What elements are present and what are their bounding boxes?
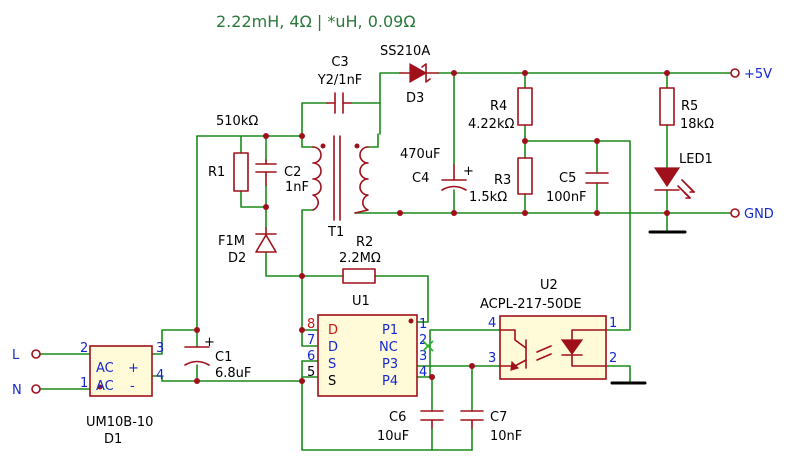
r5-value: 18kΩ (680, 117, 714, 132)
d1-name-ac2: AC (96, 379, 114, 394)
c6-ref: C6 (389, 410, 406, 425)
resistor-r2: R2 2.2MΩ (339, 235, 381, 284)
net-gnd: GND (730, 207, 774, 222)
resistor-r4: R4 4.22kΩ (468, 87, 533, 132)
diode-d3: SS210A D3 (380, 44, 439, 106)
r2-ref: R2 (356, 235, 373, 250)
transformer-t1: T1 (312, 135, 369, 240)
u1-name-p3: P3 (382, 357, 398, 372)
c1-polarity: + (204, 335, 215, 350)
d3-ref: D3 (406, 91, 424, 106)
capacitor-c5: C5 100nF (546, 171, 609, 205)
u2-pin1: 1 (609, 316, 617, 331)
u1-name-s1: S (328, 357, 336, 372)
u1-name-p4: P4 (382, 374, 398, 389)
led1-ref: LED1 (679, 152, 713, 167)
capacitor-c3: C3 Y2/1nF (317, 55, 363, 114)
net-neutral: N (12, 383, 41, 398)
c5-ref: C5 (559, 171, 576, 186)
u1-name-d1: D (328, 323, 338, 338)
u1-pin7: 7 (307, 333, 315, 348)
u1-name-d2: D (328, 340, 338, 355)
r3-value: 1.5kΩ (469, 190, 507, 205)
u1-pin4: 4 (419, 365, 427, 380)
t1-ref: T1 (327, 225, 344, 240)
u1-name-nc: NC (379, 340, 398, 355)
r5-ref: R5 (681, 99, 698, 114)
capacitor-c1: + C1 6.8uF (184, 335, 251, 381)
u2-ref: U2 (540, 278, 558, 293)
d1-name-plus: + (128, 361, 139, 376)
r4-value: 4.22kΩ (468, 117, 514, 132)
u1-pin5: 5 (307, 365, 315, 380)
u1-pin2: 2 (419, 333, 427, 348)
u2-pin3: 3 (488, 351, 496, 366)
junctions (194, 70, 670, 384)
svg-text:L: L (12, 348, 20, 363)
d1-pin2: 2 (80, 341, 88, 356)
u1-pin8: 8 (307, 317, 315, 332)
r2-value: 2.2MΩ (339, 251, 381, 266)
d3-value: SS210A (380, 44, 430, 59)
u2-value: ACPL-217-50DE (480, 297, 582, 312)
c3-ref: C3 (331, 55, 348, 70)
c4-polarity: + (463, 164, 474, 179)
c2-ref: C2 (284, 165, 301, 180)
capacitor-c7: C7 10nF (460, 410, 522, 444)
capacitor-c6: C6 10uF (377, 410, 444, 444)
c7-ref: C7 (490, 410, 507, 425)
optocoupler-u2: U2 ACPL-217-50DE 4 3 1 2 (480, 278, 647, 385)
d1-value: UM10B-10 (86, 415, 153, 430)
d1-ref: D1 (104, 432, 122, 447)
wires (39, 72, 731, 451)
c5-value: 100nF (546, 190, 587, 205)
r1-value: 510kΩ (216, 114, 258, 129)
d1-pin4: 4 (156, 368, 164, 383)
resistor-r1: R1 510kΩ (208, 114, 258, 192)
c1-ref: C1 (215, 350, 232, 365)
r1-ref: R1 (208, 165, 225, 180)
net-line: L (12, 348, 41, 363)
diode-d2: F1M D2 (218, 227, 277, 266)
u2-pin4: 4 (488, 316, 496, 331)
bridge-d1: 2 1 3 4 AC AC + - UM10B-10 D1 (80, 341, 164, 447)
u1-pin6: 6 (307, 349, 315, 364)
u1-ref: U1 (352, 294, 370, 309)
c1-value: 6.8uF (215, 366, 251, 381)
schematic-title: 2.22mH, 4Ω | *uH, 0.09Ω (216, 12, 416, 31)
led-led1: LED1 (648, 152, 713, 234)
d1-pin3: 3 (156, 341, 164, 356)
u2-pin2: 2 (609, 351, 617, 366)
u1-name-s2: S (328, 374, 336, 389)
d2-value: F1M (218, 234, 245, 249)
c7-value: 10nF (490, 429, 522, 444)
svg-text:GND: GND (744, 207, 774, 222)
d1-name-ac1: AC (96, 361, 114, 376)
c4-value: 470uF (400, 147, 441, 162)
svg-text:N: N (12, 383, 22, 398)
r3-ref: R3 (494, 173, 511, 188)
u1-pin1: 1 (419, 317, 427, 332)
ic-u1: U1 8 7 6 5 D D S S 1 2 3 4 P1 NC P3 P4 (307, 294, 434, 397)
svg-text:+5V: +5V (744, 67, 772, 82)
r4-ref: R4 (490, 99, 507, 114)
capacitor-c4: + 470uF C4 (400, 147, 474, 191)
d1-name-minus: - (130, 379, 135, 394)
u1-name-p1: P1 (382, 323, 398, 338)
c3-value: Y2/1nF (317, 73, 363, 88)
resistor-r5: R5 18kΩ (659, 87, 714, 132)
u1-pin3: 3 (419, 349, 427, 364)
c6-value: 10uF (377, 429, 409, 444)
d2-ref: D2 (228, 251, 246, 266)
capacitor-c2: C2 1nF (255, 159, 309, 195)
d1-pin1: 1 (80, 376, 88, 391)
c4-ref: C4 (412, 171, 429, 186)
c2-value: 1nF (285, 180, 309, 195)
resistor-r3: R3 1.5kΩ (469, 157, 533, 205)
net-vout: +5V (730, 67, 772, 82)
